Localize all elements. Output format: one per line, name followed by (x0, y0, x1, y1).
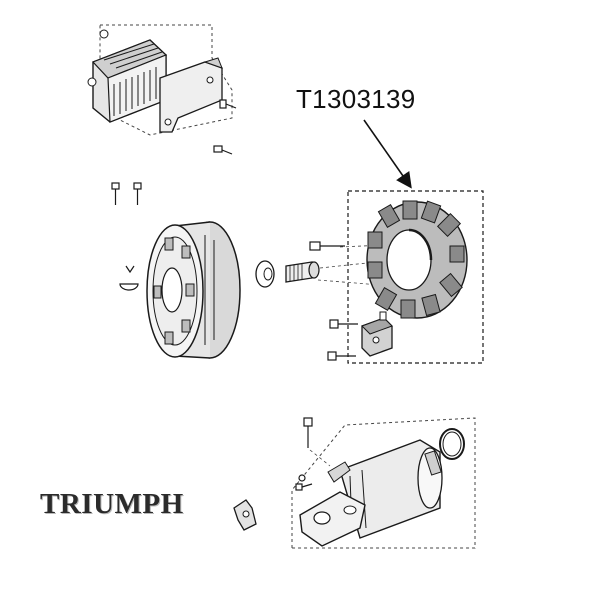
starter-motor (299, 439, 443, 547)
bolt-icon (309, 241, 345, 251)
highlight-box (347, 190, 484, 364)
starter-assembly (291, 417, 476, 549)
alternator-rotor (146, 221, 241, 359)
pointer-arrow (363, 119, 412, 189)
regulator-rectifier (87, 29, 168, 123)
bolt-icon (295, 417, 313, 491)
cable-clip (233, 499, 257, 531)
triumph-wordmark-icon: TRIUMPH (40, 488, 184, 520)
bolt-icon (327, 319, 358, 361)
stator-coil (366, 200, 468, 319)
part-number-label: T1303139 (296, 84, 416, 114)
rotor-bolt (285, 261, 320, 283)
triumph-logo: TRIUMPH (40, 488, 184, 521)
mounting-bracket (159, 57, 223, 133)
alignment-mark (125, 265, 135, 274)
rectifier-assembly (87, 24, 237, 155)
bolt-icon (213, 99, 237, 155)
woodruff-key (119, 283, 139, 291)
o-ring (439, 428, 465, 460)
bolt-icon (111, 182, 142, 205)
washer (255, 260, 275, 288)
wiring-grommet (361, 311, 393, 357)
